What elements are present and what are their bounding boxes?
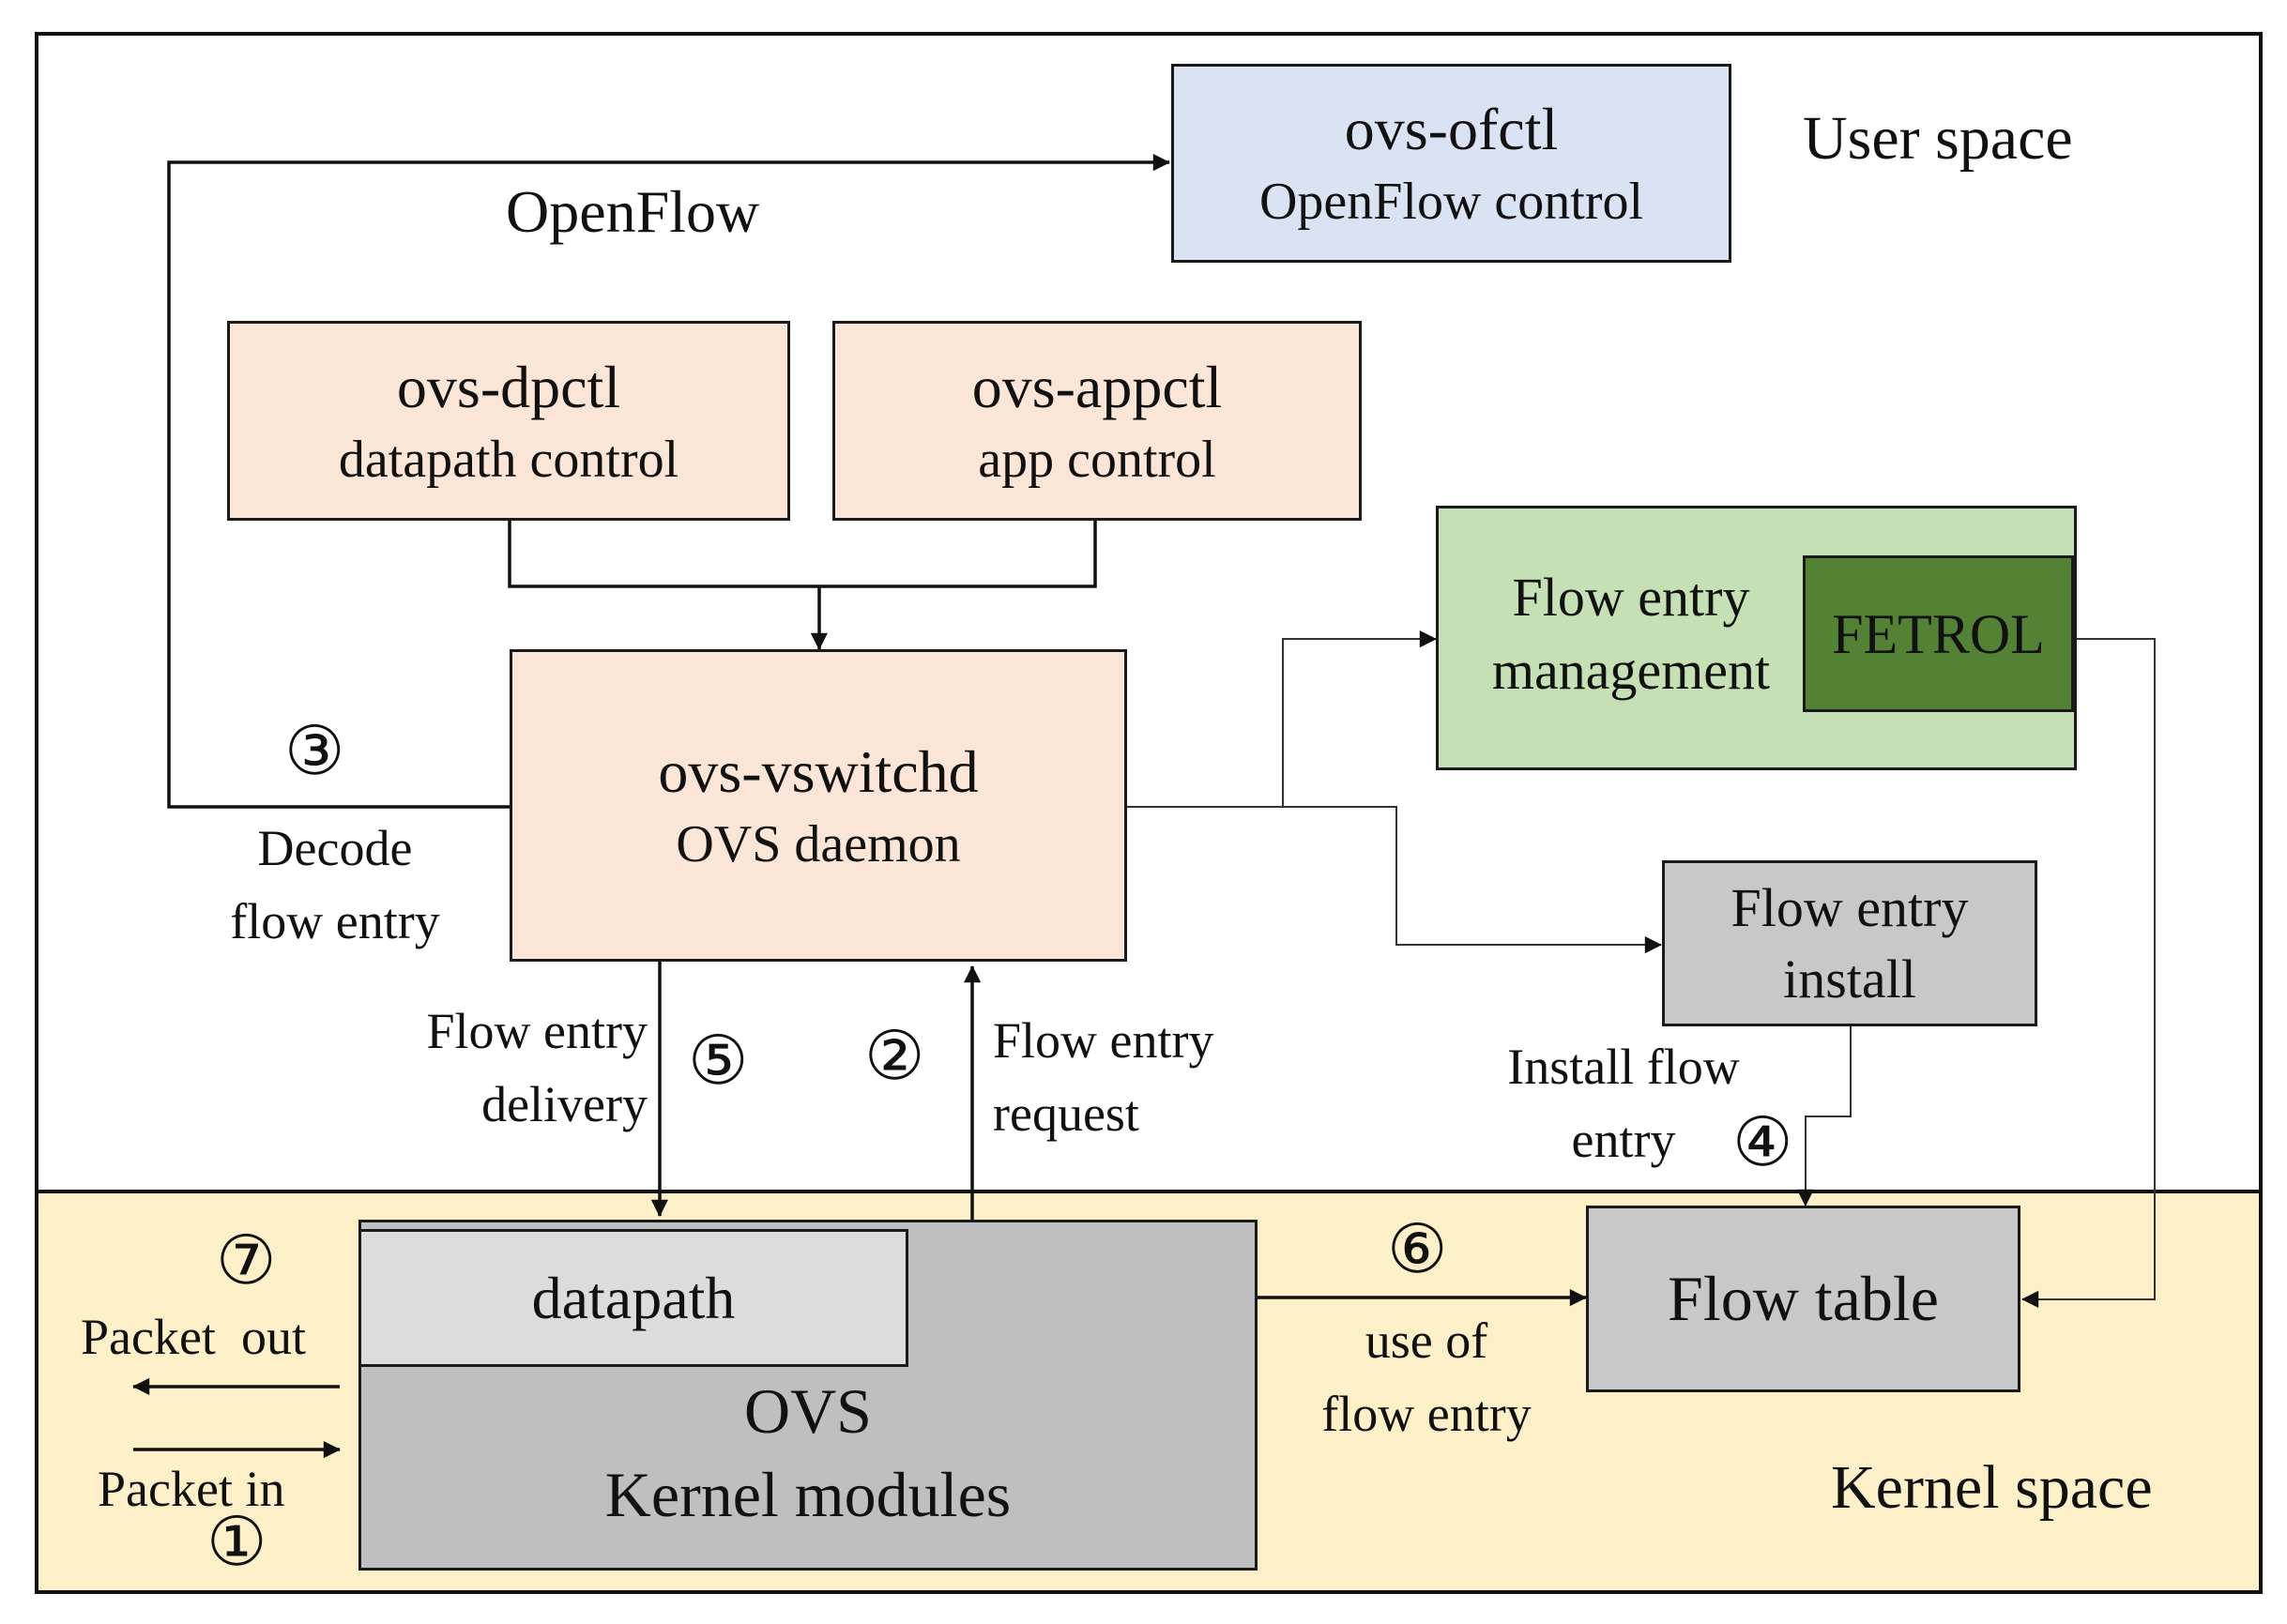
decode-flow-entry-label: Decode flow entry [199,812,471,959]
packet-in-label: Packet in [98,1461,285,1517]
step-marker-5: ⑤ [688,1024,749,1099]
mgmt-line-1: Flow entry [1512,567,1750,628]
packet-out-label: Packet out [81,1309,306,1365]
install-flow-entry-label: Install flow entry [1464,1030,1783,1177]
kernel-modules-line-1: OVS [743,1375,873,1448]
datapath-title: datapath [531,1264,736,1331]
install-line-2: install [1783,948,1916,1009]
ovs-vswitchd-box: ovs-vswitchd OVS daemon [510,649,1127,962]
ovs-ofctl-box: ovs-ofctl OpenFlow control [1171,64,1731,263]
ovs-vswitchd-title: ovs-vswitchd [658,737,979,805]
ovs-dpctl-title: ovs-dpctl [396,353,621,420]
use-of-flow-entry-label: use of flow entry [1286,1304,1567,1451]
edge-install-to-table [1796,1026,1852,1207]
flow-entry-install-box: Flow entry install [1662,860,2037,1026]
ovs-ofctl-title: ovs-ofctl [1344,96,1559,162]
datapath-box: datapath [358,1229,908,1367]
ovs-dpctl-box: ovs-dpctl datapath control [227,321,790,521]
step-marker-3: ③ [284,714,345,789]
use-of-line-2: flow entry [1321,1386,1532,1443]
install-flow-line-1: Install flow [1507,1039,1740,1095]
flow-entry-delivery-label: Flow entry delivery [349,994,648,1142]
request-line-1: Flow entry [993,1012,1214,1069]
use-of-line-1: use of [1365,1313,1488,1369]
fetrol-box: FETROL [1803,555,2074,712]
install-line-1: Flow entry [1730,877,1969,939]
ovs-vswitchd-subtitle: OVS daemon [676,814,961,873]
delivery-line-2: delivery [481,1076,648,1133]
install-flow-line-2: entry [1571,1112,1676,1169]
ovs-dpctl-subtitle: datapath control [338,430,679,489]
decode-line-2: flow entry [230,893,440,950]
edge-openflow [167,154,1170,809]
step-marker-7: ⑦ [216,1223,277,1298]
edge-to-install [1283,806,1662,954]
fetrol-title: FETROL [1832,602,2045,665]
outer-frame [35,32,2263,1594]
flow-table-box: Flow table [1586,1206,2020,1392]
delivery-line-1: Flow entry [426,1003,648,1059]
step-marker-1: ① [206,1505,267,1580]
step-marker-2: ② [864,1019,925,1094]
openflow-label: OpenFlow [506,178,760,245]
kernel-modules-line-2: Kernel modules [604,1458,1012,1530]
edge-to-mgmt [1127,630,1437,808]
user-space-label: User space [1803,104,2073,173]
edge-dpctl [508,521,819,588]
flow-entry-management-label: Flow entry management [1471,561,1791,708]
kernel-space-label: Kernel space [1831,1453,2153,1522]
ovs-appctl-box: ovs-appctl app control [832,321,1362,521]
step-marker-4: ④ [1732,1105,1793,1180]
ovs-appctl-subtitle: app control [978,430,1216,489]
decode-line-1: Decode [257,820,413,876]
flow-entry-request-label: Flow entry request [993,1004,1214,1151]
ovs-appctl-title: ovs-appctl [971,353,1223,420]
edge-fetrol-to-table [2021,638,2156,1308]
edge-appctl [819,521,1097,588]
mgmt-line-2: management [1491,640,1771,702]
request-line-2: request [993,1085,1139,1143]
step-marker-6: ⑥ [1387,1212,1448,1287]
ovs-ofctl-subtitle: OpenFlow control [1258,173,1644,232]
flow-table-title: Flow table [1668,1263,1939,1335]
